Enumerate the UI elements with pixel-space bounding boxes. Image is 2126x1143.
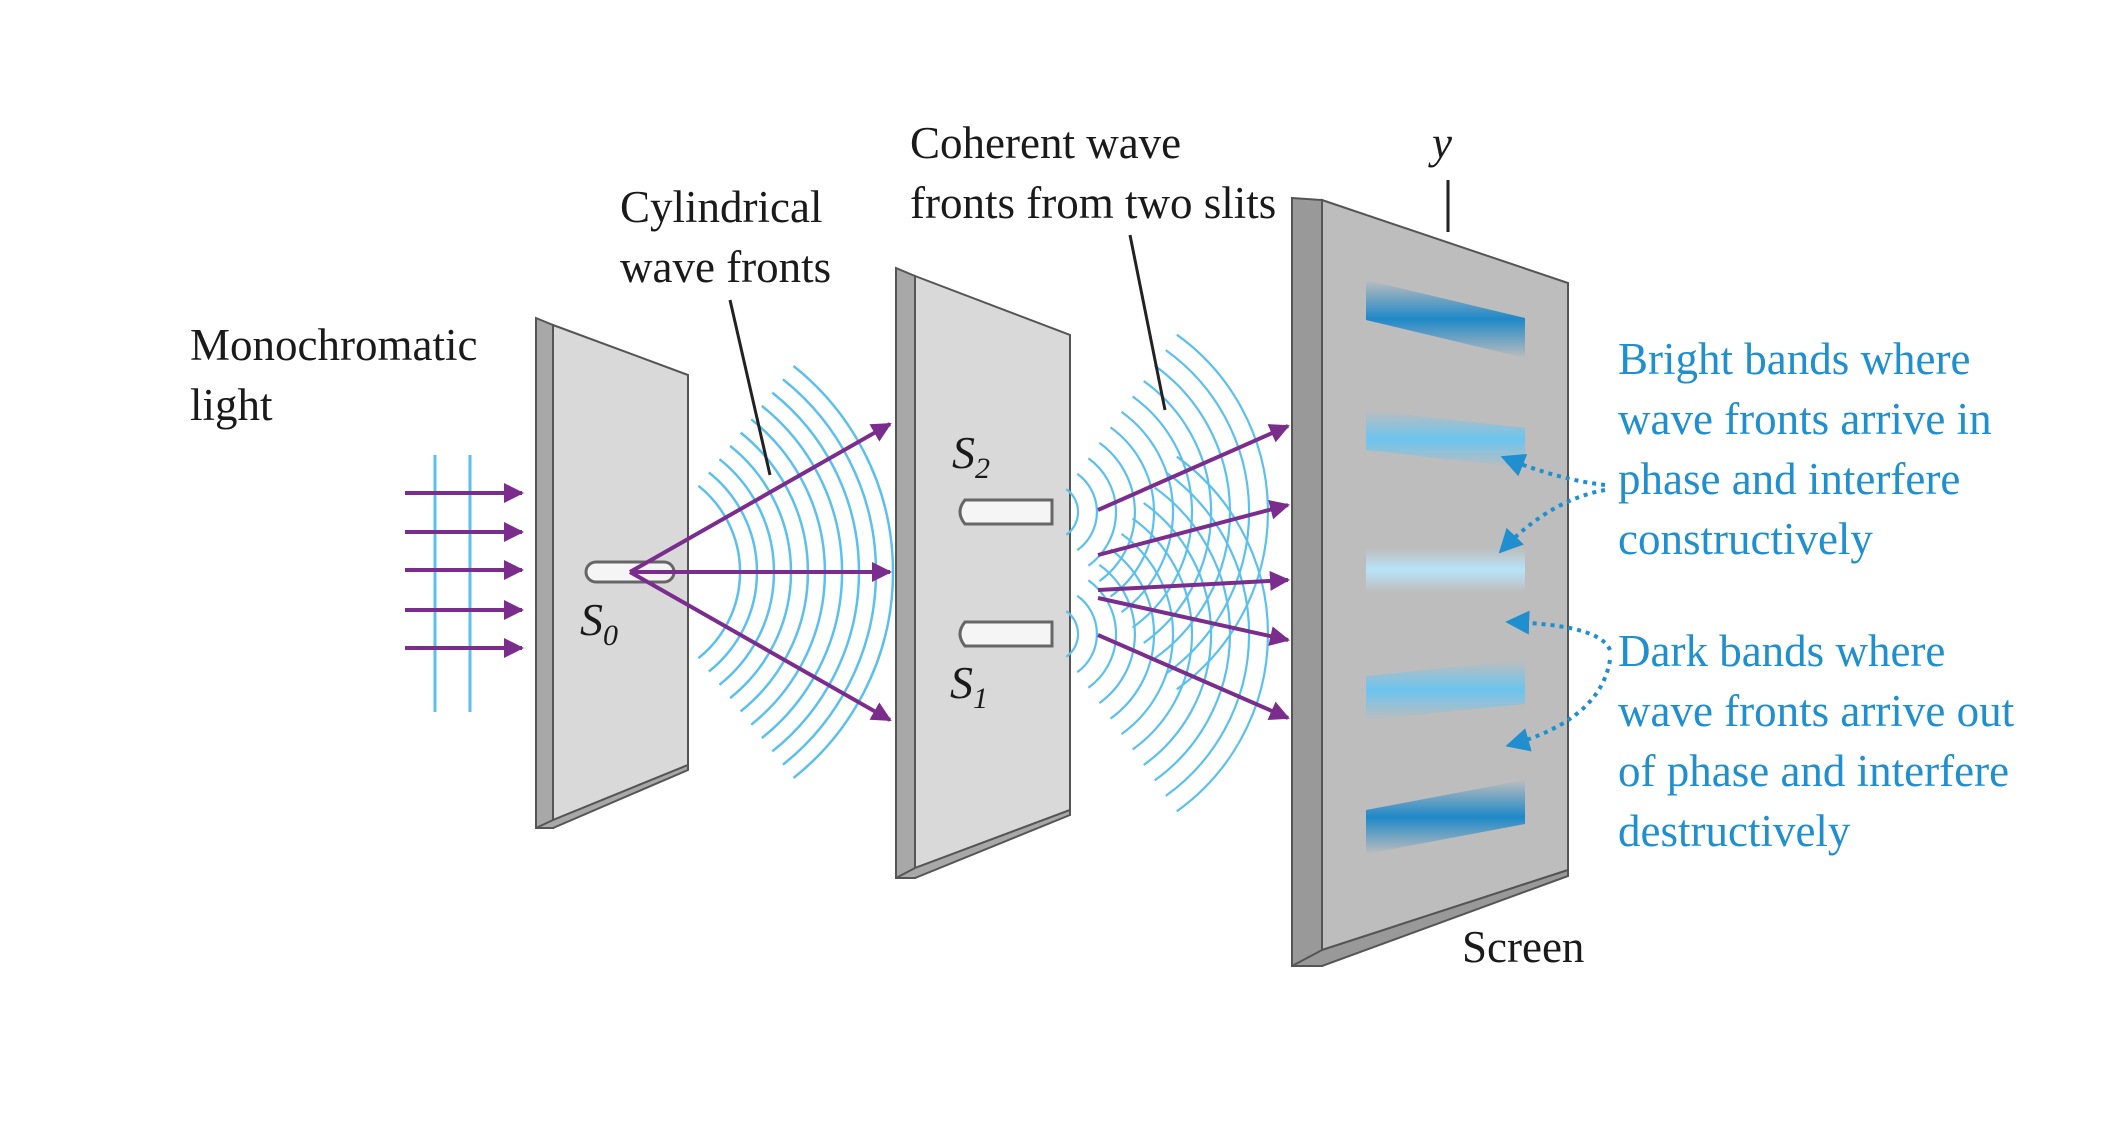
wavefront-arc-s2 [1120, 411, 1175, 613]
leader-coherent [1128, 234, 1167, 411]
bright-band [1366, 780, 1525, 854]
rays-from-s0 [629, 422, 892, 722]
label-bright-line4: constructively [1618, 514, 1873, 564]
label-bright-line1: Bright bands where [1618, 334, 1970, 384]
wavefront-arc-s1 [1076, 594, 1099, 674]
second-barrier-bottom [895, 808, 1071, 879]
label-dark-line1: Dark bands where [1618, 626, 1945, 676]
ray-to-screen [1097, 424, 1290, 512]
wavefront-arc-s2 [1076, 472, 1099, 552]
wavefront-arc-s2 [1098, 442, 1136, 582]
labels: Monochromatic light Cylindrical wave fro… [190, 118, 2015, 972]
bright-pointer-upper [1500, 453, 1606, 487]
label-cylindrical-line1: Cylindrical [620, 182, 822, 232]
wavefront-arc-s1 [1120, 533, 1175, 735]
ray-to-screen [1097, 499, 1290, 557]
second-barrier [895, 266, 1071, 879]
label-monochromatic-line1: Monochromatic [190, 320, 477, 370]
wavefront-arc-s2 [1165, 349, 1251, 675]
label-bright-line3: phase and interfere [1618, 454, 1960, 504]
bright-band [1366, 410, 1525, 468]
label-s1: S1 [950, 657, 988, 715]
label-dark-line2: wave fronts arrive out [1618, 686, 2015, 736]
second-barrier-edge [895, 266, 916, 879]
dark-pointer-lower [1505, 659, 1612, 752]
slit-s2 [958, 498, 1054, 526]
screen [1291, 180, 1569, 967]
slit-s1 [958, 620, 1054, 648]
wavefront-arc-s2 [1065, 488, 1080, 536]
ray-s0-top [629, 422, 892, 574]
label-screen: Screen [1462, 922, 1584, 972]
label-s0: S0 [580, 594, 618, 652]
label-monochromatic-line2: light [190, 380, 273, 430]
label-s1-sub: 1 [973, 682, 988, 715]
dark-pointer-upper [1505, 610, 1612, 651]
label-s1-letter: S [950, 657, 973, 708]
bright-pointer-lower [1498, 488, 1606, 554]
bright-band [1366, 280, 1525, 358]
bright-band [1366, 660, 1525, 720]
second-barrier-face [914, 274, 1071, 870]
label-bright-line2: wave fronts arrive in [1618, 394, 1992, 444]
label-axis-y: y [1428, 118, 1452, 168]
coherent-wave-fronts [1065, 333, 1270, 813]
bright-band [1366, 548, 1525, 592]
screen-edge [1291, 196, 1323, 967]
label-s2-letter: S [952, 427, 975, 478]
ray-to-screen [1097, 596, 1290, 646]
ray-to-screen [1097, 633, 1290, 720]
rays-to-screen [1097, 424, 1290, 720]
leader-cylindrical [728, 299, 772, 476]
first-barrier-edge [535, 316, 554, 829]
first-barrier-bottom [535, 763, 689, 829]
annotation-arrows [1498, 453, 1612, 752]
screen-bottom [1291, 868, 1569, 967]
incoming-light [405, 455, 524, 712]
first-barrier [535, 316, 689, 829]
cylindrical-wavefront-arc [792, 365, 895, 779]
label-cylindrical-line2: wave fronts [620, 242, 831, 292]
wavefront-arc-s2 [1143, 380, 1213, 644]
wavefront-arc-s1 [1131, 517, 1194, 751]
ray-to-screen [1097, 570, 1290, 592]
label-s0-sub: 0 [603, 619, 618, 652]
label-coherent-line2: fronts from two slits [910, 178, 1276, 228]
ray-s0-bottom [629, 570, 892, 722]
wavefront-arc-s2 [1131, 395, 1194, 629]
wavefront-arc-s1 [1165, 471, 1251, 797]
label-s2: S2 [952, 427, 990, 485]
label-coherent-line1: Coherent wave [910, 118, 1181, 168]
wavefront-arc-s1 [1098, 564, 1136, 704]
label-s0-letter: S [580, 594, 603, 645]
label-dark-line4: destructively [1618, 806, 1851, 856]
label-dark-line3: of phase and interfere [1618, 746, 2009, 796]
wavefront-arc-s1 [1065, 610, 1080, 658]
label-s2-sub: 2 [975, 452, 990, 485]
